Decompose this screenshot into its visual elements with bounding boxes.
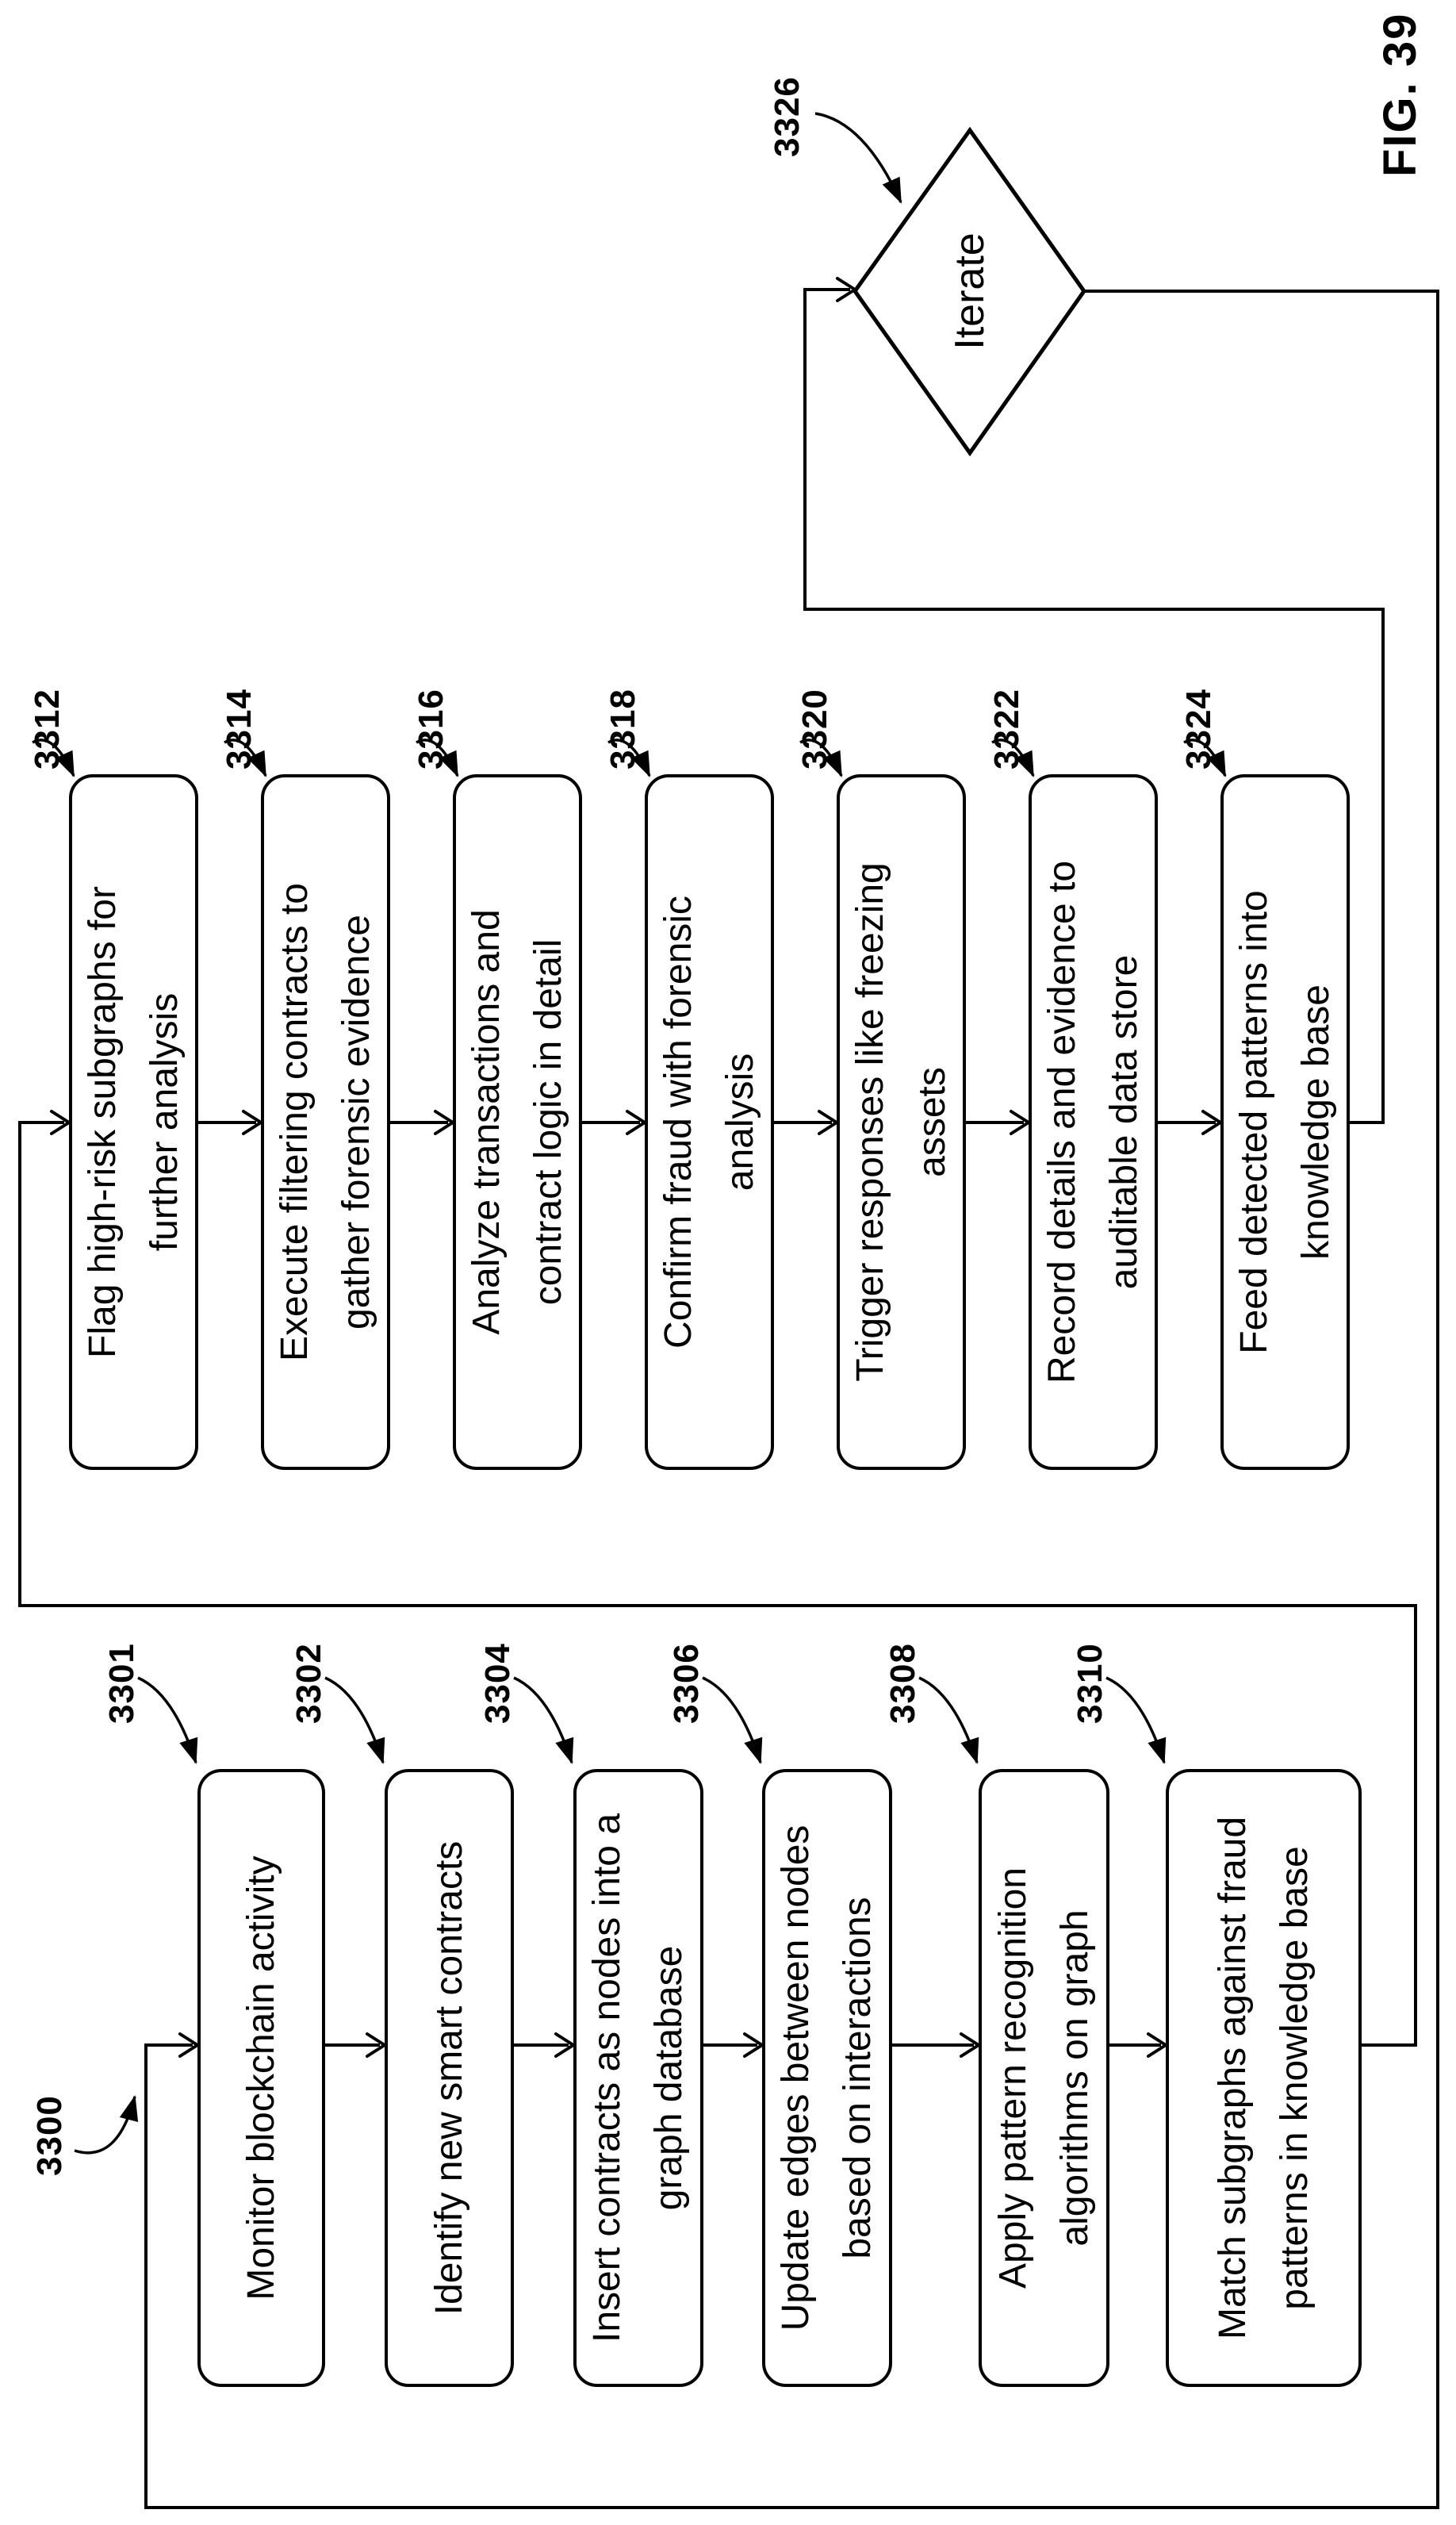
iterate-diamond — [852, 126, 1087, 457]
step-text: knowledge base — [1294, 984, 1337, 1260]
step-text: graph database — [648, 1945, 690, 2211]
leader-3310 — [1105, 1676, 1167, 1764]
step-box-3306: Update edges between nodes based on inte… — [762, 1769, 892, 2387]
ref-label-3314: 3314 — [220, 689, 259, 769]
leader-3322 — [991, 739, 1035, 777]
step-box-3316: Analyze transactions and contract logic … — [453, 774, 582, 1470]
step-text: Monitor blockchain activity — [239, 1855, 282, 2301]
step-text: Record details and evidence to — [1040, 860, 1083, 1384]
step-text: Trigger responses like freezing — [849, 862, 891, 1382]
connector-3310-to-3312 — [18, 1121, 1417, 2047]
ref-label-3301: 3301 — [102, 1643, 141, 1724]
step-box-3324: Feed detected patterns into knowledge ba… — [1220, 774, 1350, 1470]
step-text: Match subgraphs against fraud — [1211, 1816, 1254, 2340]
step-box-3304: Insert contracts as nodes into a graph d… — [573, 1769, 703, 2387]
leader-3318 — [607, 739, 651, 777]
leader-3312 — [32, 739, 75, 777]
iterate-diamond-label: Iterate — [947, 232, 993, 350]
leader-3326 — [814, 112, 902, 204]
ref-label-3318: 3318 — [603, 689, 642, 769]
leader-3314 — [224, 739, 267, 777]
figure-caption: FIG. 39 — [1374, 12, 1426, 177]
ref-label-3320: 3320 — [795, 689, 834, 769]
ref-label-3326: 3326 — [768, 76, 807, 157]
leader-3300 — [74, 2095, 139, 2155]
step-box-3322: Record details and evidence to auditable… — [1029, 774, 1158, 1470]
ref-label-3302: 3302 — [289, 1643, 328, 1724]
step-text: Identify new smart contracts — [427, 1840, 470, 2316]
leader-3320 — [799, 739, 843, 777]
leader-3324 — [1183, 739, 1227, 777]
step-text: assets — [910, 1067, 953, 1177]
step-box-3314: Execute filtering contracts to gather fo… — [261, 774, 390, 1470]
step-text: Insert contracts as nodes into a — [586, 1813, 628, 2343]
step-box-3301: Monitor blockchain activity — [197, 1769, 325, 2387]
ref-label-3322: 3322 — [987, 689, 1026, 769]
step-text: Analyze transactions and — [465, 909, 508, 1335]
ref-label-3312: 3312 — [28, 689, 67, 769]
step-text: Flag high-risk subgraphs for — [81, 886, 124, 1358]
leader-3308 — [918, 1676, 979, 1764]
step-box-3310: Match subgraphs against fraud patterns i… — [1166, 1769, 1362, 2387]
step-text: Feed detected patterns into — [1232, 890, 1275, 1354]
ref-label-3310: 3310 — [1071, 1643, 1109, 1724]
connector-3324-to-iterate — [803, 288, 1385, 1124]
step-text: Update edges between nodes — [775, 1825, 817, 2331]
connector-iterate-loopback — [144, 290, 1439, 2509]
step-text: contract logic in detail — [527, 938, 569, 1306]
step-text: algorithms on graph — [1053, 1909, 1096, 2247]
leader-3306 — [702, 1676, 763, 1764]
leader-3301 — [137, 1676, 198, 1764]
ref-label-3324: 3324 — [1179, 689, 1218, 769]
step-box-3308: Apply pattern recognition algorithms on … — [979, 1769, 1109, 2387]
step-text: Execute filtering contracts to — [273, 883, 316, 1361]
step-text: patterns in knowledge base — [1273, 1846, 1316, 2310]
ref-label-3308: 3308 — [883, 1643, 922, 1724]
step-box-3320: Trigger responses like freezing assets — [837, 774, 966, 1470]
step-box-3312: Flag high-risk subgraphs for further ana… — [69, 774, 198, 1470]
step-text: Apply pattern recognition — [991, 1867, 1034, 2289]
ref-leader-arrows — [32, 112, 1227, 2155]
leader-3304 — [513, 1676, 574, 1764]
step-box-3302: Identify new smart contracts — [385, 1769, 514, 2387]
step-box-3318: Confirm fraud with forensic analysis — [645, 774, 774, 1470]
flow-arrow-shafts — [198, 1121, 1216, 2047]
step-text: based on interactions — [837, 1897, 879, 2259]
step-text: Confirm fraud with forensic — [657, 896, 699, 1349]
leader-3316 — [416, 739, 459, 777]
ref-label-3300: 3300 — [30, 2095, 69, 2176]
ref-label-3304: 3304 — [478, 1643, 517, 1724]
step-text: further analysis — [143, 992, 186, 1252]
ref-label-3316: 3316 — [412, 689, 450, 769]
step-text: gather forensic evidence — [335, 915, 377, 1330]
step-text: analysis — [718, 1053, 761, 1192]
leader-3302 — [324, 1676, 385, 1764]
step-text: auditable data store — [1102, 954, 1145, 1290]
ref-label-3306: 3306 — [667, 1643, 706, 1724]
